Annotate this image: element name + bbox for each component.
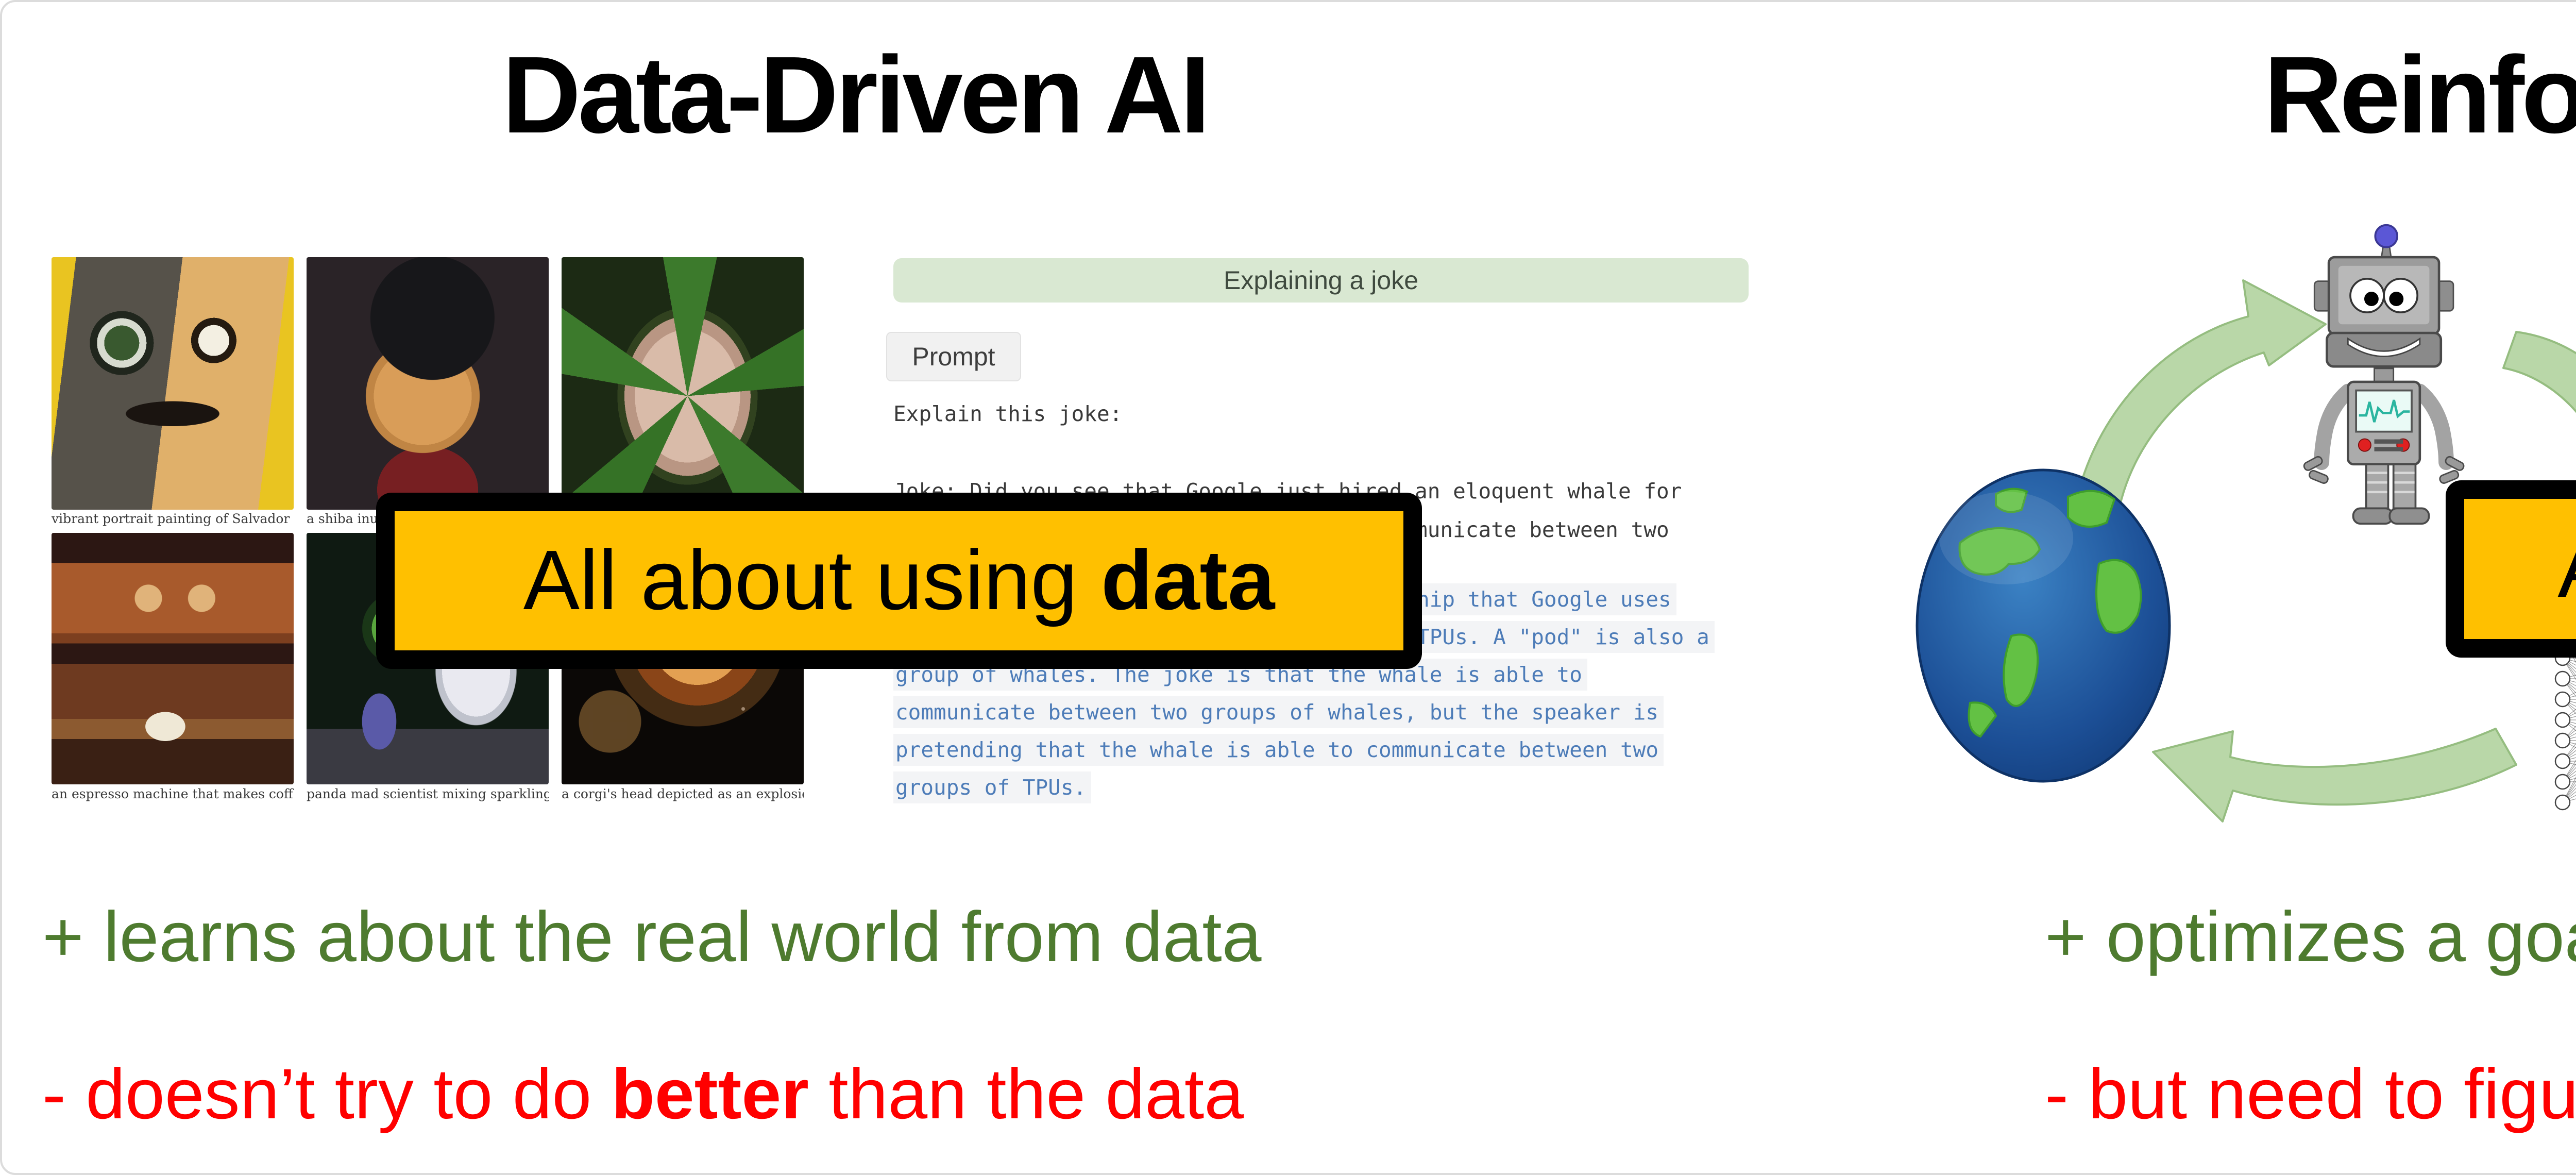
model-response-line: groups of TPUs. [893, 771, 1092, 803]
image-dali-robot-portrait [52, 257, 294, 510]
con-text: - doesn’t try to do [42, 1054, 612, 1134]
image-espresso-machine [52, 533, 294, 784]
con-text: than the data [808, 1054, 1244, 1134]
image-caption: a corgi's head depicted as an explosion … [562, 786, 804, 801]
image-hands-holding-leaves [562, 257, 804, 510]
green-cycle-arrows [2072, 279, 2576, 822]
robot-antenna-ball [2374, 224, 2399, 248]
image-caption: panda mad scientist mixing sparkling che… [307, 786, 549, 801]
image-caption: an espresso machine that makes coffee fr… [52, 786, 294, 801]
banner-text-bold: data [1101, 533, 1275, 627]
image-shiba-beret [307, 257, 549, 510]
banner-text: All about [2557, 522, 2576, 614]
banner-text: All about using [523, 533, 1101, 627]
left-con-note: - doesn’t try to do better than the data [42, 1053, 1244, 1135]
arrow-network-to-earth [2152, 728, 2517, 822]
all-about-data-banner: All about using data [376, 493, 1422, 669]
robot-chest-screen [2355, 389, 2413, 433]
model-response-line: pretending that the whale is able to com… [893, 734, 1664, 766]
model-response-line: communicate between two groups of whales… [893, 696, 1664, 728]
neural-network-icon [2554, 629, 2576, 811]
left-column-title: Data-Driven AI [502, 33, 1211, 156]
arrow-robot-to-network [2502, 331, 2576, 413]
ecg-waveform [2359, 399, 2410, 423]
prompt-label-chip: Prompt [886, 332, 1021, 381]
image-caption: vibrant portrait painting of Salvador Da… [52, 511, 294, 526]
joke-panel-header: Explaining a joke [893, 258, 1749, 303]
left-pro-note: + learns about the real world from data [42, 897, 1262, 977]
all-about-optimization-banner: All about optimization [2446, 480, 2576, 658]
rl-cycle-diagram [1916, 224, 2576, 822]
right-con-note: - but need to figure out how to use at s… [2045, 1054, 2576, 1134]
cartoon-robot-icon [2303, 224, 2465, 525]
arrow-earth-to-robot [2072, 279, 2327, 521]
right-column-title: Reinforcement Learning [2264, 33, 2576, 156]
con-text-bold: better [611, 1054, 809, 1134]
right-pro-note: + optimizes a goal with emergent behavio… [2045, 897, 2576, 977]
earth-globe-icon [1916, 468, 2171, 783]
